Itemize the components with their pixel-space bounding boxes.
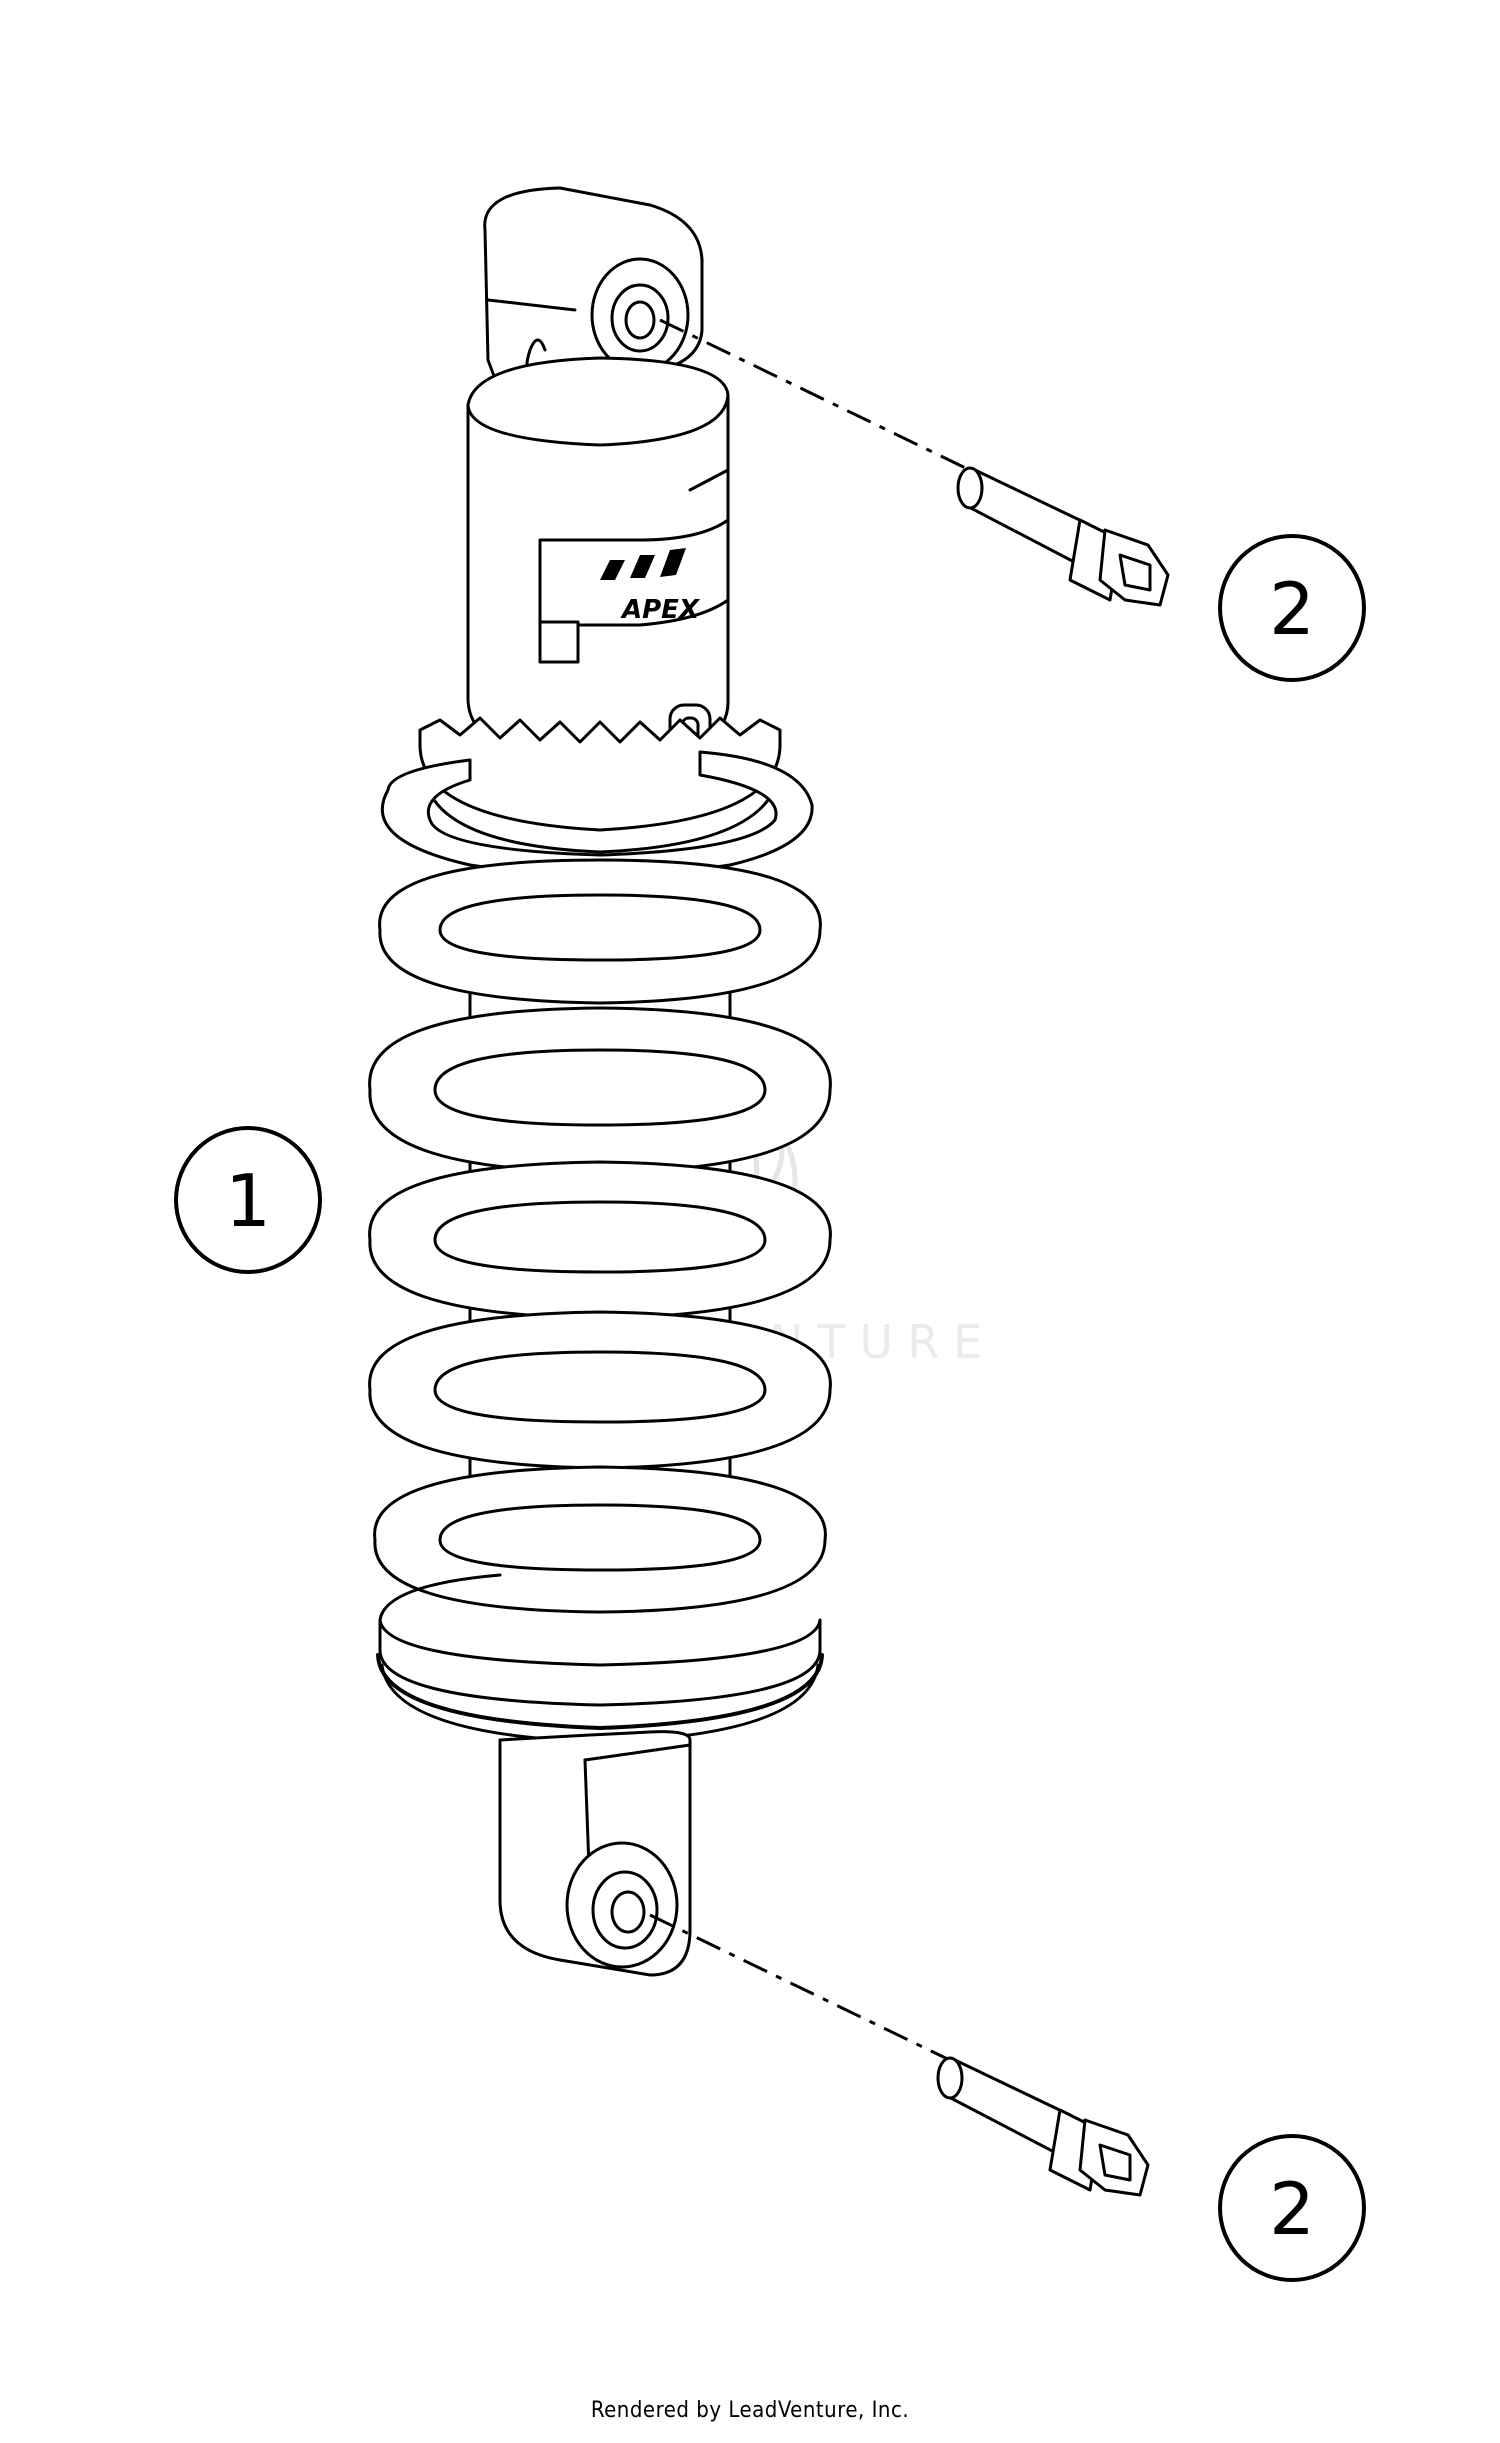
callout-label: 2 <box>1269 2167 1315 2251</box>
callout-label: 1 <box>225 1159 271 1243</box>
leader-line-bottom <box>649 1913 961 2067</box>
render-credit-footer: Rendered by LeadVenture, Inc. <box>590 2398 910 2423</box>
callout-label: 2 <box>1269 567 1315 651</box>
coil-spring <box>368 750 832 1707</box>
callout-circle <box>1218 534 1366 682</box>
leader-line-top <box>659 318 981 477</box>
shock-body-cylinder: APEX <box>466 356 730 767</box>
screw-bottom[interactable] <box>649 1913 1150 2197</box>
spring-preload-nut <box>418 716 782 854</box>
callout-1[interactable]: 1 <box>174 1126 322 1274</box>
screw-top[interactable] <box>659 318 1170 607</box>
shock-bottom-mount <box>498 1730 692 1977</box>
brand-label-text: APEX <box>620 595 701 625</box>
shock-absorber[interactable]: APEX <box>368 186 832 1977</box>
callout-2-bottom[interactable]: 2 <box>1218 2134 1366 2282</box>
callout-2-top[interactable]: 2 <box>1218 534 1366 682</box>
callout-circle <box>1218 2134 1366 2282</box>
callout-circle <box>174 1126 322 1274</box>
